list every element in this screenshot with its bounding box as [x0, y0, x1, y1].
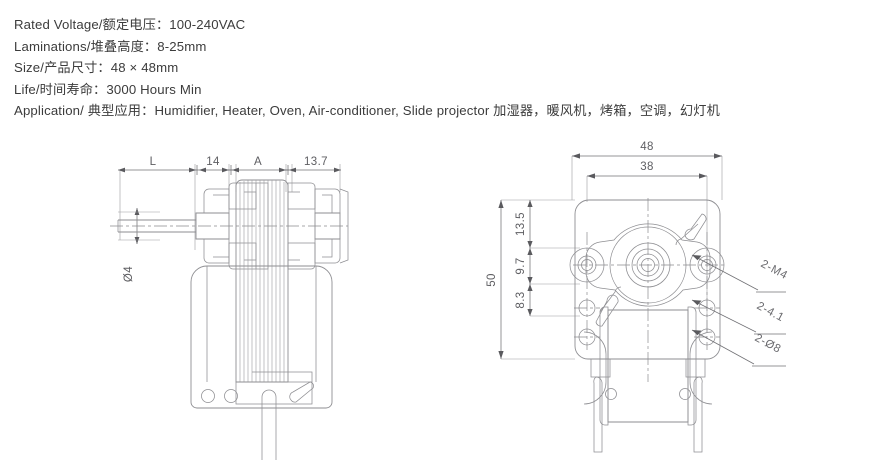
motor-housing-body: [190, 265, 333, 409]
terminal-box: [235, 371, 313, 405]
technical-drawings: L 14 A 13.7 Ø4: [0, 132, 875, 460]
spec-line-laminations: Laminations/堆叠高度：8-25mm: [14, 38, 207, 54]
drawings-svg: L 14 A 13.7 Ø4: [110, 141, 790, 460]
dim-label-13-7: 13.7: [304, 156, 328, 168]
lamination-hatch-lines: [239, 180, 285, 382]
dim-label-A: A: [254, 156, 262, 168]
front-housing-plate: [574, 199, 721, 360]
callout-leaders: [691, 254, 786, 367]
lead-wire: [261, 389, 277, 460]
dim-label-38: 38: [640, 161, 654, 173]
base-hole-right: [224, 389, 238, 403]
front-elevation-view: 48 38 50: [486, 141, 790, 453]
dim-label-9-7: 9.7: [515, 257, 527, 274]
callout-label-2-4-1: 2-4.1: [755, 300, 786, 324]
stator-outline: [585, 223, 711, 307]
spec-line-size: Size/产品尺寸：48 × 48mm: [14, 60, 179, 75]
side-dimension-line: [118, 165, 341, 175]
dim-label-50: 50: [486, 273, 498, 287]
dim-label-13-5: 13.5: [515, 212, 527, 236]
callout-label-2-m4: 2-M4: [759, 258, 790, 282]
callout-label-2-d8: 2-Ø8: [753, 332, 783, 356]
right-bearing-bracket: [314, 188, 349, 264]
lamination-stack: [235, 179, 289, 383]
spec-line-life: Life/时间寿命：3000 Hours Min: [14, 81, 202, 97]
dim-label-8-3: 8.3: [515, 291, 527, 308]
dim-label-14: 14: [206, 156, 220, 168]
specification-list: Rated Voltage/额定电压：100-240VAC Lamination…: [14, 14, 864, 122]
spec-line-application: Application/ 典型应用：Humidifier, Heater, Ov…: [14, 103, 720, 118]
lower-mounting-feet: [590, 358, 706, 453]
dim-50-group: [498, 199, 575, 360]
dim-48-group: [571, 153, 723, 200]
base-hole-left: [201, 389, 215, 403]
dim-38-group: [586, 173, 708, 332]
side-extension-lines: [119, 164, 341, 250]
side-elevation-view: L 14 A 13.7 Ø4: [110, 156, 349, 460]
spec-line-rated-voltage: Rated Voltage/额定电压：100-240VAC: [14, 17, 246, 32]
rotor-barrel: [583, 306, 713, 426]
housing-tab-detail: [289, 381, 314, 403]
dim-label-shaft-dia: Ø4: [123, 266, 135, 282]
dim-label-48: 48: [640, 141, 654, 153]
dim-label-L: L: [150, 156, 157, 168]
shading-coil-detail: [595, 213, 707, 327]
motor-shaft: [117, 219, 196, 233]
dim-stack-group: [527, 200, 580, 317]
